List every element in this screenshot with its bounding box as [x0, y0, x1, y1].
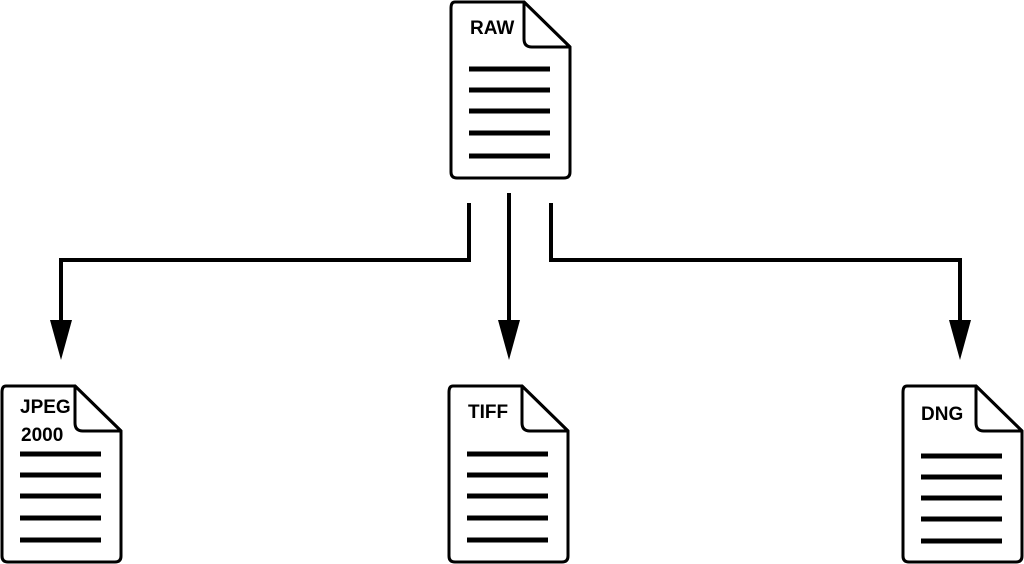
arrowhead-jpeg2000 [50, 320, 72, 360]
connector-raw-to-dng [549, 203, 962, 322]
arrowhead-tiff [498, 320, 520, 360]
connector-raw-to-jpeg2000 [59, 203, 471, 322]
document-label-jpeg2000-line2: 2000 [21, 425, 63, 446]
document-label-jpeg2000-line1: JPEG [20, 397, 71, 418]
document-icon-jpeg2000: JPEG 2000 [0, 384, 123, 564]
document-icon-dng: DNG [901, 384, 1024, 564]
document-icon-raw: RAW [449, 0, 572, 180]
document-label-raw: RAW [470, 18, 514, 39]
document-label-tiff: TIFF [468, 402, 508, 423]
arrowhead-dng [949, 320, 971, 360]
document-label-dng: DNG [921, 404, 963, 425]
document-icon-tiff: TIFF [447, 384, 570, 564]
